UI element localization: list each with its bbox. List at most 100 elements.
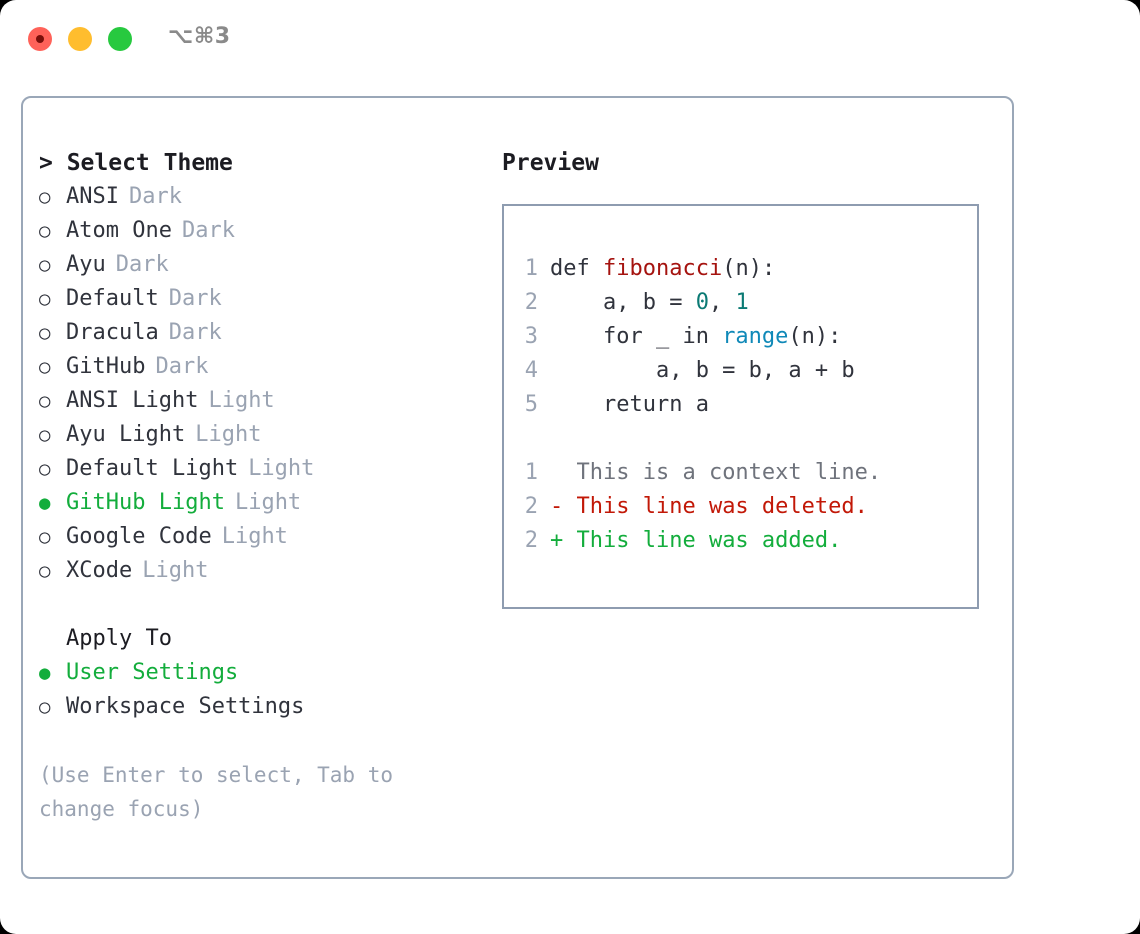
theme-option-kind: Dark [155, 354, 209, 379]
radio-unselected-icon: ○ [39, 560, 51, 582]
radio-unselected-icon: ○ [39, 356, 51, 378]
line-number: 5 [524, 392, 538, 417]
code-diff-spacer [504, 422, 977, 456]
radio-unselected-icon: ○ [39, 220, 51, 242]
code-token: , [708, 290, 736, 315]
code-token: fibonacci [602, 256, 723, 281]
code-line: 5 return a [504, 388, 977, 422]
line-number: 2 [524, 290, 538, 315]
theme-option-dracula[interactable]: ○ Dracula Dark [39, 316, 499, 350]
theme-option-kind: Dark [168, 320, 222, 345]
radio-unselected-icon: ○ [39, 696, 51, 718]
keyboard-hint: (Use Enter to select, Tab to change focu… [39, 763, 406, 821]
theme-option-kind: Light [208, 388, 275, 413]
theme-option-label: ANSI Light [66, 388, 199, 413]
list-spacer [39, 588, 499, 622]
apply-to-option-workspace-settings[interactable]: ○ Workspace Settings [39, 690, 499, 724]
radio-unselected-icon: ○ [39, 254, 51, 276]
diff-line-add: 2+ This line was added. [504, 524, 977, 558]
code-token: (n): [722, 256, 776, 281]
theme-option-xcode[interactable]: ○ XCode Light [39, 554, 499, 588]
theme-option-ayu-light[interactable]: ○ Ayu Light Light [39, 418, 499, 452]
code-token: a, b = b, a + b [550, 358, 855, 383]
theme-option-label: XCode [66, 558, 133, 583]
code-token: a, b = [550, 290, 696, 315]
theme-option-label: Ayu Light [66, 422, 186, 447]
theme-option-ayu[interactable]: ○ Ayu Dark [39, 248, 499, 282]
keyboard-shortcut-label: ⌥⌘3 [168, 24, 231, 49]
line-number: 3 [524, 324, 538, 349]
radio-unselected-icon: ○ [39, 458, 51, 480]
code-line-text: def fibonacci(n): [550, 252, 775, 286]
radio-unselected-icon: ○ [39, 322, 51, 344]
radio-unselected-icon: ○ [39, 288, 51, 310]
line-number: 2 [524, 528, 538, 553]
diff-line-text: This line was deleted. [563, 494, 868, 519]
code-token: range [722, 324, 789, 349]
apply-to-option-label: User Settings [66, 660, 239, 685]
maximize-button[interactable] [108, 27, 132, 51]
line-number: 2 [524, 494, 538, 519]
diff-line-text: This line was added. [563, 528, 842, 553]
theme-option-kind: Dark [181, 218, 235, 243]
radio-unselected-icon: ○ [39, 424, 51, 446]
theme-option-label: ANSI [66, 184, 119, 209]
theme-option-label: GitHub [66, 354, 146, 379]
code-token: return a [550, 392, 709, 417]
theme-option-ansi-light[interactable]: ○ ANSI Light Light [39, 384, 499, 418]
radio-selected-icon: ● [39, 662, 51, 684]
radio-unselected-icon: ○ [39, 186, 51, 208]
theme-option-default[interactable]: ○ Default Dark [39, 282, 499, 316]
code-token: def [550, 256, 603, 281]
theme-option-label: Ayu [66, 252, 106, 277]
diff-sample: 1 This is a context line.2- This line wa… [504, 456, 977, 558]
code-line-text: a, b = 0, 1 [550, 286, 749, 320]
theme-option-kind: Light [142, 558, 209, 583]
theme-option-label: Google Code [66, 524, 212, 549]
theme-option-kind: Dark [168, 286, 222, 311]
minimize-button[interactable] [68, 27, 92, 51]
apply-to-option-user-settings[interactable]: ● User Settings [39, 656, 499, 690]
diff-sign: - [550, 494, 564, 519]
theme-option-kind: Light [234, 490, 302, 515]
theme-option-kind: Light [195, 422, 262, 447]
close-button[interactable] [28, 27, 52, 51]
code-line: 3 for _ in range(n): [504, 320, 977, 354]
code-line: 1 def fibonacci(n): [504, 252, 977, 286]
theme-option-kind: Light [248, 456, 315, 481]
page-title: > Select Theme [39, 150, 233, 176]
theme-option-github[interactable]: ○ GitHub Dark [39, 350, 499, 384]
theme-option-atom-one[interactable]: ○ Atom One Dark [39, 214, 499, 248]
title-bar: ⌥⌘3 [0, 0, 1140, 76]
code-line-text: for _ in range(n): [550, 320, 841, 354]
code-line-text: return a [550, 388, 709, 422]
apply-to-option-label: Workspace Settings [66, 694, 305, 719]
radio-unselected-icon: ○ [39, 390, 51, 412]
theme-option-kind: Light [221, 524, 288, 549]
theme-option-label: Dracula [66, 320, 159, 345]
line-number: 1 [524, 256, 538, 281]
code-token: 0 [695, 290, 709, 315]
theme-option-label: GitHub Light [66, 490, 225, 515]
theme-option-kind: Dark [115, 252, 169, 277]
code-token: 1 [735, 290, 749, 315]
diff-sign [550, 456, 563, 490]
theme-option-label: Default [66, 286, 159, 311]
line-number: 4 [524, 358, 538, 383]
line-number: 1 [524, 460, 538, 485]
theme-option-label: Atom One [66, 218, 172, 243]
code-line: 2 a, b = 0, 1 [504, 286, 977, 320]
apply-to-title: Apply To [66, 626, 172, 651]
code-token: for _ in [550, 324, 723, 349]
